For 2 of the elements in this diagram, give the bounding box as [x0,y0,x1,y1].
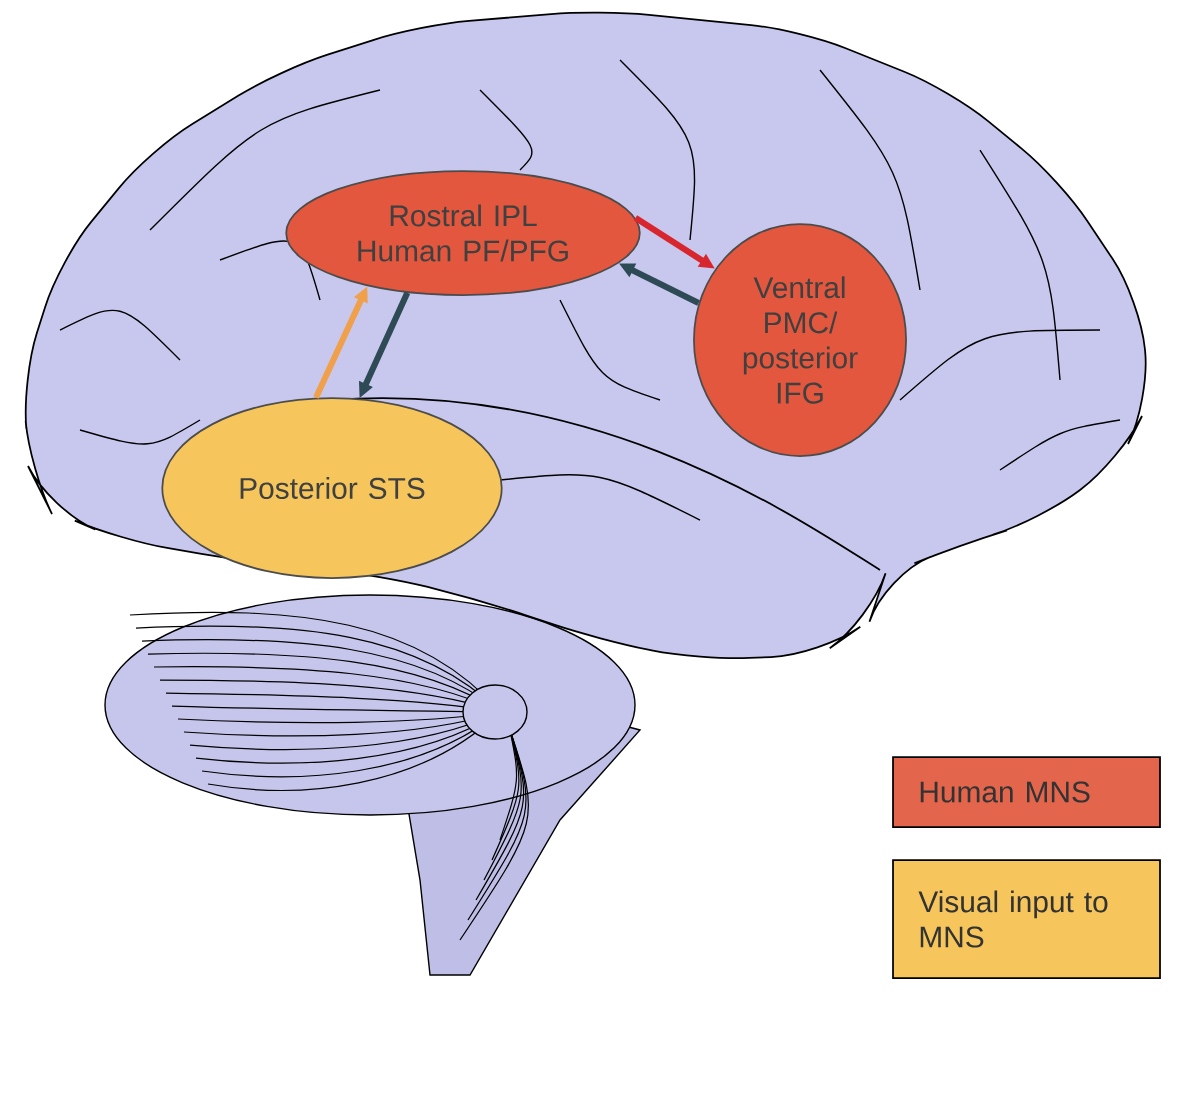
legend-label: Visual input to MNS [918,890,1108,948]
legend-label: Human MNS [920,781,1090,803]
